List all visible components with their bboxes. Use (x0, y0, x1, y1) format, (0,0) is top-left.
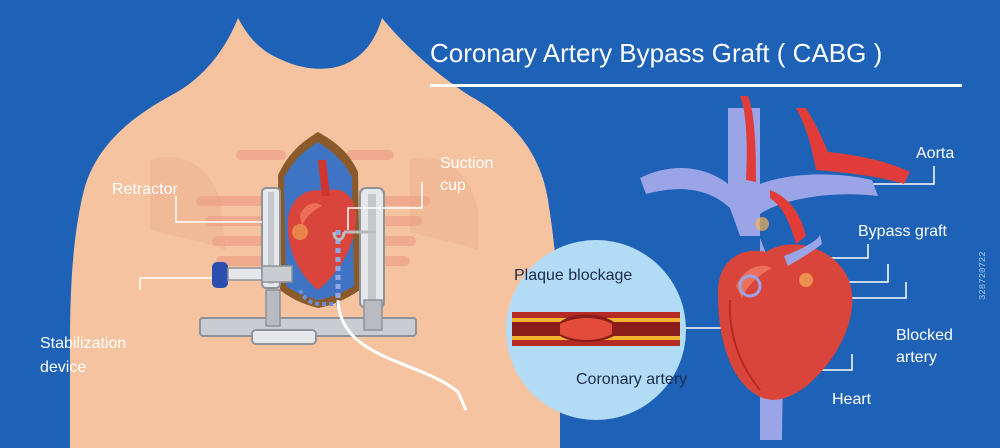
label-suction-line1: Suction (440, 154, 493, 173)
label-blocked-line1: Blocked (896, 326, 953, 345)
artery-section (512, 312, 680, 346)
label-stabilization-line1: Stabilization (40, 334, 126, 353)
label-stabilization-line2: device (40, 358, 86, 377)
label-heart: Heart (832, 390, 871, 409)
page-title: Coronary Artery Bypass Graft ( CABG ) (430, 38, 882, 69)
label-plaque-blockage: Plaque blockage (514, 266, 632, 285)
label-bypass-graft: Bypass graft (858, 222, 947, 241)
title-underline (430, 84, 962, 87)
label-aorta: Aorta (916, 144, 954, 163)
label-blocked-line2: artery (896, 348, 937, 367)
label-retractor: Retractor (112, 180, 178, 199)
label-coronary-artery: Coronary artery (576, 370, 687, 389)
stock-id: 328720722 (978, 251, 988, 300)
label-suction-line2: cup (440, 176, 466, 195)
